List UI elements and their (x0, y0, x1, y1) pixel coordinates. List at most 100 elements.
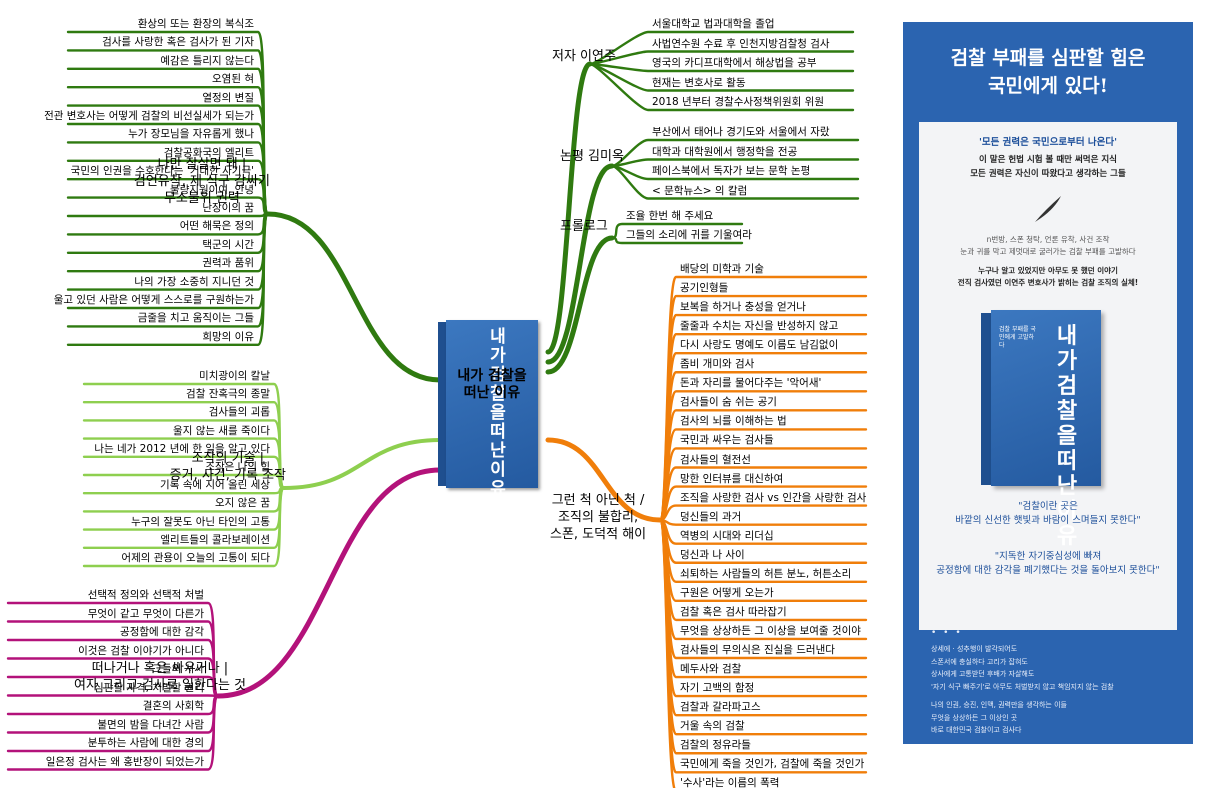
leaf-topic: 불량지원이여, 안녕 (170, 183, 254, 196)
leaf-topic: 누구의 잘못도 아닌 타인의 고통 (131, 515, 270, 528)
leaf-topic: 예감은 틀리지 않는다 (160, 54, 254, 67)
branch-label-line: 조작의 기술 | (191, 451, 265, 466)
branch-label-line: 떠나거나 혹은 싸우거나 | (91, 661, 229, 676)
poster-quote-line: "지독한 자기중심성에 빠져 (994, 551, 1102, 562)
leaf-topic: 페이스북에서 독자가 보는 문학 논평 (652, 165, 811, 177)
central-topic-label: 내가 검찰을 떠난 이유 (457, 368, 527, 401)
leaf-topic: 검사들의 괴롭 (208, 406, 270, 419)
leaf-topic: 자기 고백의 함정 (680, 682, 755, 695)
leaf-topic: 선택적 정의와 선택적 처벌 (87, 589, 204, 601)
poster-book-cover (991, 310, 1101, 486)
leaf-topic: 구원은 어떻게 오는가 (680, 586, 774, 599)
poster-quote-line: 이 말은 헌법 시험 볼 때만 써먹은 지식 (978, 155, 1118, 165)
leaf-topic: 검사를 사랑한 혹은 검사가 된 기자 (102, 36, 254, 49)
connector-line (66, 212, 270, 346)
poster-footer-line: 나의 인권, 승진, 인맥, 권력만을 생각하는 이들 (931, 701, 1067, 709)
connector-line (610, 164, 860, 200)
leaf-topic: 심판할 자격, 처벌할 권리 (94, 681, 204, 694)
leaf-topic: 엘리트들의 콜라보레이션 (160, 533, 270, 546)
poster-quote-line: 바깥의 신선한 햇빛과 바람이 스며들지 못한다" (955, 515, 1141, 526)
branch-label-line: 무소불위 권력 (163, 191, 240, 206)
connector-line (82, 486, 286, 568)
poster-bold-line: 누구나 알고 있었지만 아무도 못 했던 이야기 (978, 266, 1118, 275)
leaf-topic: 공정함에 대한 감각 (120, 626, 204, 638)
connector-line (545, 61, 593, 355)
leaf-topic: 불면의 밤을 다녀간 사람 (97, 718, 204, 731)
branch-label-line: 프롤로그 (560, 219, 608, 234)
poster-footer-line: '자기 식구 빠주기'로 아무도 처벌받지 않고 책임지지 않는 검찰 (931, 682, 1114, 691)
branch-label-line: 저자 이연주 (552, 49, 616, 64)
branch-label-line: 증거, 사건, 기록 조작 (169, 468, 286, 483)
leaf-topic: 일은정 검사는 왜 홍반장이 되었는가 (45, 755, 204, 768)
leaf-topic: 환상의 또는 환장의 복식조 (137, 18, 254, 30)
poster-headline: 검찰 부패를 심판할 힘은 국민에게 있다! (903, 44, 1193, 100)
poster-quote-line: 공정함에 대한 감각을 폐기했다는 것을 돌아보지 못한다" (936, 565, 1160, 576)
leaf-topic: 다시 사랑도 명예도 이름도 남김없이 (680, 339, 839, 352)
leaf-topic: 검사들의 무의식은 진실을 드러낸다 (680, 644, 835, 656)
leaf-topic: 2018 년부터 경찰수사정책위원회 위원 (652, 96, 824, 108)
connector-line (265, 211, 443, 383)
connector-line (545, 235, 615, 375)
branch-label-line: 검언유착, 제 식구 감싸기 (133, 174, 270, 189)
leaf-topic: 울지 않는 새를 죽이다 (173, 424, 270, 437)
branch-label-line: 그런 척 아닌 척 / (551, 493, 645, 508)
leaf-topic: < 문학뉴스> 의 칼럼 (652, 184, 748, 197)
poster-quote-line: "검찰이란 곳은 (1018, 501, 1078, 512)
branch-label-prologue: 프롤로그 (560, 218, 608, 235)
leaf-topic: 좀비 개미와 검사 (680, 358, 755, 371)
leaf-topic: 검찰 잔혹극의 종말 (186, 388, 270, 401)
leaf-topic: 검사의 뇌를 이해하는 법 (680, 415, 787, 428)
branch-label-line: 스폰, 도덕적 해이 (550, 527, 647, 542)
book-spine (438, 322, 448, 486)
leaf-topic: 국민과 싸우는 검사들 (680, 434, 774, 447)
leaf-topic: 검사들이 숨 쉬는 공기 (680, 396, 777, 409)
leaf-topic: 난장이의 꿈 (202, 202, 254, 214)
leaf-topic: 금줄을 치고 움직이는 그들 (137, 312, 254, 325)
poster-bold-line: 전직 검사였던 이연주 변호사가 밝히는 검찰 조직의 실체! (957, 278, 1139, 287)
poster-footer-line: 바로 대한민국 검찰이고 검사다 (931, 726, 1022, 734)
leaf-topic: 분투하는 사람에 대한 경의 (87, 737, 204, 749)
leaf-topic: 공기인형들 (680, 282, 729, 295)
poster-book-tagline: 검찰 부패를 국민에게 고발하다 (999, 326, 1036, 349)
connector-line (658, 518, 676, 788)
leaf-topic: 나는 네가 2012 년에 한 일을 알고 있다 (94, 442, 270, 455)
leaf-topic: 미치광이의 칼날 (199, 370, 270, 382)
leaf-topic: 국민에게 죽을 것인가, 검찰에 죽을 것인가 (680, 758, 865, 771)
branch-label-line: 조직의 불합리, (558, 510, 639, 525)
leaf-topic: 검찰의 정유라들 (680, 739, 751, 752)
leaf-topic: 어제의 관용이 오늘의 고통이 되다 (121, 552, 270, 564)
leaf-topic: 영국의 카디프대학에서 해상법을 공부 (652, 57, 817, 69)
feather-icon (1035, 196, 1061, 222)
poster-book-spine (981, 313, 993, 485)
connector-line (6, 694, 220, 698)
center-book-title: 내가 검찰을 떠난 이유 (490, 327, 506, 499)
leaf-topic: 역병의 시대와 리더십 (680, 529, 774, 542)
leaf-topic: 대학과 대학원에서 행정학을 전공 (652, 145, 798, 158)
leaf-topic: 택군의 시간 (202, 238, 254, 251)
leaf-topic: 보복을 하거나 충성을 얻거나 (680, 301, 806, 314)
leaf-topic: 서울대학교 법과대학을 졸업 (652, 18, 775, 30)
leaf-topic: 희망의 이유 (202, 330, 254, 343)
poster-small-line: n번방, 스폰 청탁, 언론 유착, 사건 조작 (986, 235, 1110, 244)
leaf-topic: 검찰과 갈라파고스 (680, 701, 761, 714)
center-book-image: 내가 검찰을 떠난 이유 (438, 320, 548, 499)
connector-line (610, 236, 744, 245)
branch-label-line: 논평 김미옥 (560, 149, 624, 164)
connector-line (545, 163, 615, 365)
leaf-topic: 거울 속의 검찰 (680, 720, 745, 733)
poster-footer-line: 상사에게 고통받던 후배가 자살해도 (931, 670, 1035, 678)
leaf-topic: 검찰공화국의 엘리트 (163, 146, 254, 159)
leaf-topic: 그들의 소리에 귀를 기울여라 (626, 229, 752, 241)
poster-headline-line-1: 검찰 부패를 심판할 힘은 (950, 47, 1146, 69)
leaf-topic: 돈과 자리를 물어다주는 '악어새' (680, 377, 822, 390)
book-cover (446, 320, 538, 488)
leaf-topic: 권력과 품위 (202, 257, 254, 270)
leaf-topic: 오염된 혀 (212, 73, 254, 86)
leaf-topic: 어떤 해묵은 정의 (179, 220, 254, 233)
connector-line (545, 437, 663, 523)
leaf-topic: 오지 않은 꿈 (215, 497, 270, 510)
leaf-topic: 망한 인터뷰를 대신하여 (680, 472, 784, 485)
leaf-topic: 사법연수원 수료 후 인천지방검찰청 검사 (652, 37, 830, 50)
